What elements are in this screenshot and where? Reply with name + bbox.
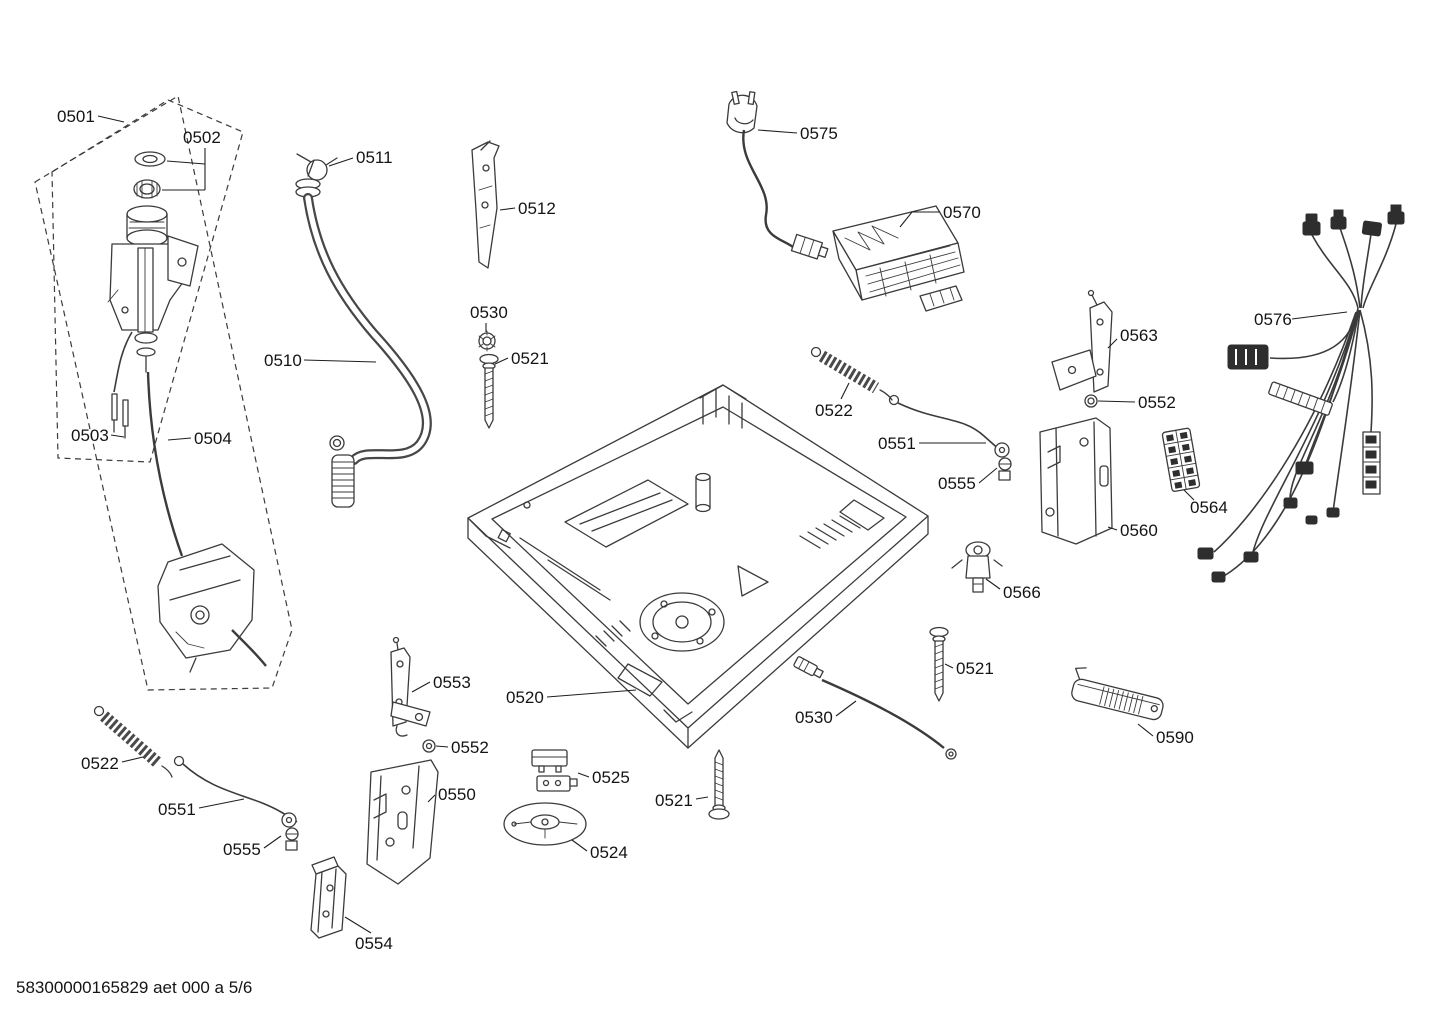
part-0570-control-module [832,205,965,312]
part-labels: 0501 0502 0511 0512 0575 0570 0530 0521 … [57,107,1292,953]
part-label-0551-right: 0551 [878,434,916,453]
part-label-0522-left: 0522 [81,754,119,773]
part-0511-hose-clamp [296,153,338,181]
part-label-0522-right: 0522 [815,401,853,420]
part-label-0555-left: 0555 [223,840,261,859]
part-0552-clip-left [422,739,436,753]
part-0560-bracket [1039,417,1113,545]
doc-number: 58300000165829 aet 000 a 5/6 [16,978,253,997]
dashed-box-0504 [34,95,293,691]
part-0501-aquastop-valve [107,205,199,557]
part-label-0566: 0566 [1003,583,1041,602]
part-label-0510: 0510 [264,351,302,370]
part-0503-pins [111,393,129,439]
part-label-0570: 0570 [943,203,981,222]
part-label-0552-right: 0552 [1138,393,1176,412]
part-label-0524: 0524 [590,843,628,862]
part-0554-bracket [310,856,347,939]
leader-lines [97,115,1348,934]
part-0522-spring-left [93,705,173,778]
part-label-0554: 0554 [355,934,393,953]
part-0521-screw-bottom [708,749,730,820]
part-0590-rail [1071,667,1164,721]
part-label-0555-right: 0555 [938,474,976,493]
part-label-0551-left: 0551 [158,800,196,819]
part-0504-drain-assembly [157,543,267,673]
part-0564-terminal-block [1161,427,1201,492]
part-0550-bracket [366,759,439,885]
part-0521-screw-top [479,353,499,429]
part-0530-nut [478,330,496,352]
part-label-0501: 0501 [57,107,95,126]
part-0575-power-cord [726,90,829,260]
part-label-0520: 0520 [506,688,544,707]
part-label-0512: 0512 [518,199,556,218]
part-0576-cable-harness [1197,204,1405,583]
part-0502-seals [133,151,166,199]
part-0555-tensioner-left [281,812,299,851]
part-0563-bracket [1051,289,1113,393]
part-label-0530-top: 0530 [470,303,508,322]
part-label-0563: 0563 [1120,326,1158,345]
part-0566-valve [951,541,1003,593]
part-label-0576: 0576 [1254,310,1292,329]
part-0555-tensioner-right [994,442,1012,481]
part-label-0553: 0553 [433,673,471,692]
part-label-0560: 0560 [1120,521,1158,540]
part-0522-spring-right [810,346,893,401]
part-0520-base-pan [467,384,929,749]
part-0510-drain-hose [295,178,432,508]
part-label-0504: 0504 [194,429,232,448]
part-label-0503: 0503 [71,426,109,445]
part-label-0502: 0502 [183,128,221,147]
part-label-0590: 0590 [1156,728,1194,747]
part-label-0575: 0575 [800,124,838,143]
part-0552-ring-right [1084,394,1098,408]
assembly-boxes [34,95,293,691]
part-0524-damper-disc [503,802,587,846]
part-label-0564: 0564 [1190,498,1228,517]
dashed-box-0501 [51,99,244,463]
part-label-0530-bottom: 0530 [795,708,833,727]
part-label-0550: 0550 [438,785,476,804]
part-0530-cable [793,656,957,760]
part-0553-bracket [390,636,431,737]
part-0512-mounting-strip [471,140,500,269]
part-label-0521-bottom: 0521 [655,791,693,810]
part-label-0525: 0525 [592,768,630,787]
part-0521-screw-right [929,626,949,702]
part-label-0511: 0511 [356,148,393,167]
part-label-0552-left: 0552 [451,738,489,757]
part-label-0521-top: 0521 [511,349,549,368]
part-0525-switch [531,749,578,792]
part-label-0521-right: 0521 [956,659,994,678]
